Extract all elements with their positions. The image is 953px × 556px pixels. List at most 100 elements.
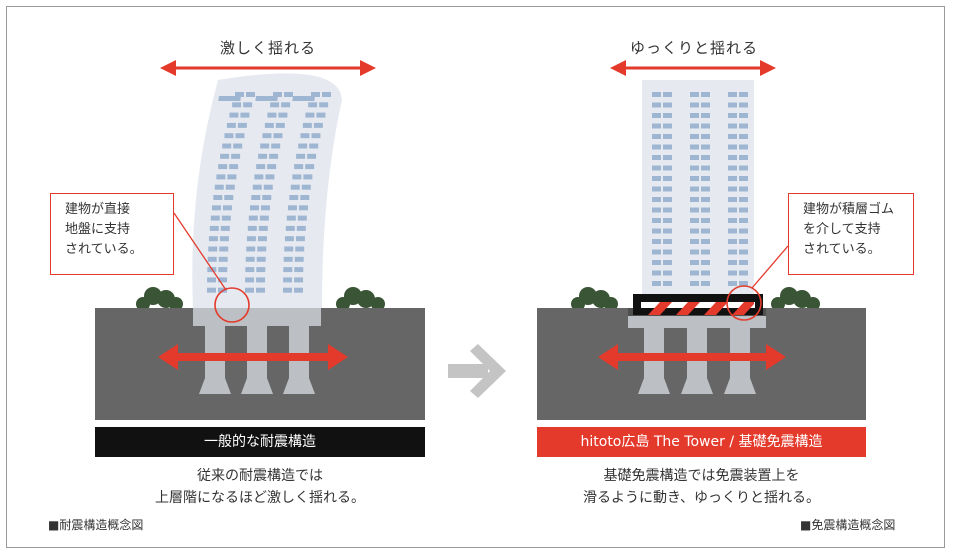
left-figure-label: ■耐震構造概念図 (48, 518, 144, 532)
window (652, 123, 661, 129)
window (235, 92, 244, 97)
window (739, 113, 748, 118)
window (296, 225, 306, 231)
window (283, 277, 293, 283)
window (663, 165, 672, 171)
window (237, 122, 247, 128)
window (284, 236, 294, 242)
window (301, 184, 311, 190)
window (690, 239, 699, 244)
window (311, 133, 321, 139)
window (246, 92, 255, 97)
window (728, 92, 737, 97)
window (728, 176, 737, 181)
window (739, 207, 748, 213)
window (218, 256, 228, 262)
window (701, 176, 710, 181)
window (303, 174, 313, 180)
window (652, 155, 661, 160)
window (294, 287, 303, 293)
window (262, 195, 272, 200)
window (245, 287, 254, 293)
window (652, 249, 661, 255)
window (207, 287, 216, 293)
window (245, 277, 255, 283)
window (739, 102, 748, 108)
figure-frame (6, 6, 945, 548)
window (728, 113, 737, 118)
left-note-line: 地盤に支持 (65, 222, 131, 237)
window (728, 144, 737, 150)
window (287, 205, 297, 211)
window (728, 165, 737, 171)
window (739, 281, 748, 286)
window (220, 225, 230, 231)
window (214, 184, 224, 190)
window (701, 270, 710, 276)
right-band-label: hitoto広島 The Tower / 基礎免震構造 (580, 434, 823, 450)
window (211, 205, 221, 211)
window (652, 186, 661, 192)
window (739, 123, 748, 129)
window (207, 256, 217, 262)
window (690, 197, 699, 202)
window (225, 184, 235, 190)
window (218, 267, 228, 273)
left-panel (95, 60, 425, 457)
window (652, 239, 661, 244)
window (305, 112, 315, 118)
window (294, 164, 304, 170)
window (260, 143, 270, 149)
window (663, 260, 672, 265)
right-window-grid (652, 92, 748, 286)
window (297, 215, 307, 221)
left-callout-circle (214, 287, 250, 323)
window (286, 215, 296, 221)
left-ground-arrow (158, 344, 348, 370)
window (690, 102, 699, 108)
window (227, 174, 237, 180)
window (284, 92, 293, 97)
right-callout-note: 建物が積層ゴム を介して支持 されている。 (788, 193, 914, 275)
window (264, 122, 274, 128)
left-sway-arrow (160, 60, 376, 76)
window (296, 153, 306, 159)
window (701, 92, 710, 97)
window (663, 123, 672, 129)
right-heading: ゆっくりと揺れる (630, 39, 759, 57)
window (739, 92, 748, 97)
window (309, 143, 319, 149)
right-figure-label: ■免震構造概念図 (800, 518, 896, 532)
window (231, 153, 241, 159)
window (701, 186, 710, 192)
window (663, 270, 672, 276)
window (739, 239, 748, 244)
left-callout-leader (173, 212, 227, 291)
window (249, 205, 259, 211)
window (295, 236, 305, 242)
window (701, 197, 710, 202)
window (243, 102, 253, 108)
window (283, 267, 293, 273)
window (739, 228, 748, 234)
window (222, 205, 232, 211)
left-window-grid (207, 92, 331, 293)
window (319, 102, 329, 108)
transition-arrow (448, 344, 506, 398)
window (690, 218, 699, 223)
window (739, 165, 748, 171)
window (663, 197, 672, 202)
window (294, 267, 304, 273)
window (739, 155, 748, 160)
window (690, 186, 699, 192)
window (690, 155, 699, 160)
left-callout-note: 建物が直接 地盤に支持 されている。 (50, 193, 174, 275)
window (302, 122, 312, 128)
window (739, 186, 748, 192)
window (728, 228, 737, 234)
window (663, 218, 672, 223)
window (701, 165, 710, 171)
window (690, 165, 699, 171)
right-callout-leader (751, 245, 789, 289)
window (690, 92, 699, 97)
